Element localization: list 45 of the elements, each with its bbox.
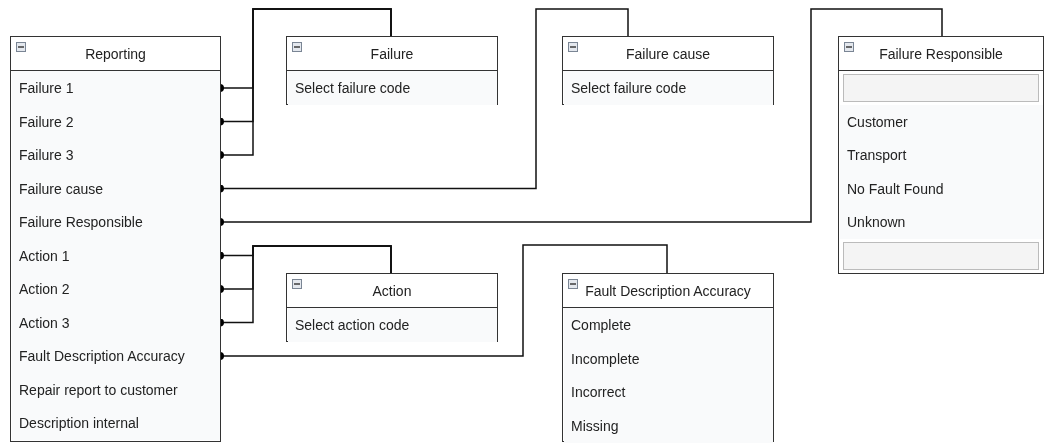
list-item: Complete [571,317,631,333]
list-item: Customer [847,113,908,130]
list-item: Fault Description Accuracy [19,348,185,364]
list-item: Incomplete [571,350,640,367]
class-title: Action [372,283,412,299]
list-row [12,71,220,105]
list-row [840,104,1043,139]
list-item: Select failure code [571,80,687,96]
list-row [564,408,773,443]
list-item: No Fault Found [847,180,944,197]
class-title: Failure cause [625,46,710,62]
list-item: Description internal [19,415,139,431]
empty-row [843,241,1039,270]
list-item: Failure 3 [19,147,74,163]
list-row [564,308,773,342]
class-title: Failure [370,46,414,62]
class-box [10,36,221,442]
list-item: Repair report to customer [19,381,178,398]
list-row [288,308,497,342]
list-row [840,205,1043,239]
list-item: Incorrect [571,384,626,400]
class-title: Fault Description Accuracy [585,283,751,299]
class-title: Reporting [85,46,146,62]
list-item: Select failure code [295,80,411,96]
list-row [12,406,220,440]
list-row [288,71,497,105]
class-box [286,273,498,342]
list-item: Action 1 [19,247,70,264]
list-row [564,71,773,105]
list-item: Select action code [295,317,410,333]
class-box [562,273,774,442]
class-box [562,36,774,105]
list-item: Failure 2 [19,113,74,130]
list-item: Failure 1 [19,80,74,96]
list-item: Transport [847,147,907,163]
list-item: Failure Responsible [19,214,143,230]
list-item: Action 2 [19,281,70,297]
class-title: Failure Responsible [879,46,1003,62]
list-item: Unknown [847,214,906,230]
class-box [838,36,1044,274]
class-box [286,36,498,105]
empty-row [843,74,1039,102]
list-item: Missing [571,417,619,434]
list-item: Failure cause [19,180,104,197]
list-item: Action 3 [19,314,70,331]
